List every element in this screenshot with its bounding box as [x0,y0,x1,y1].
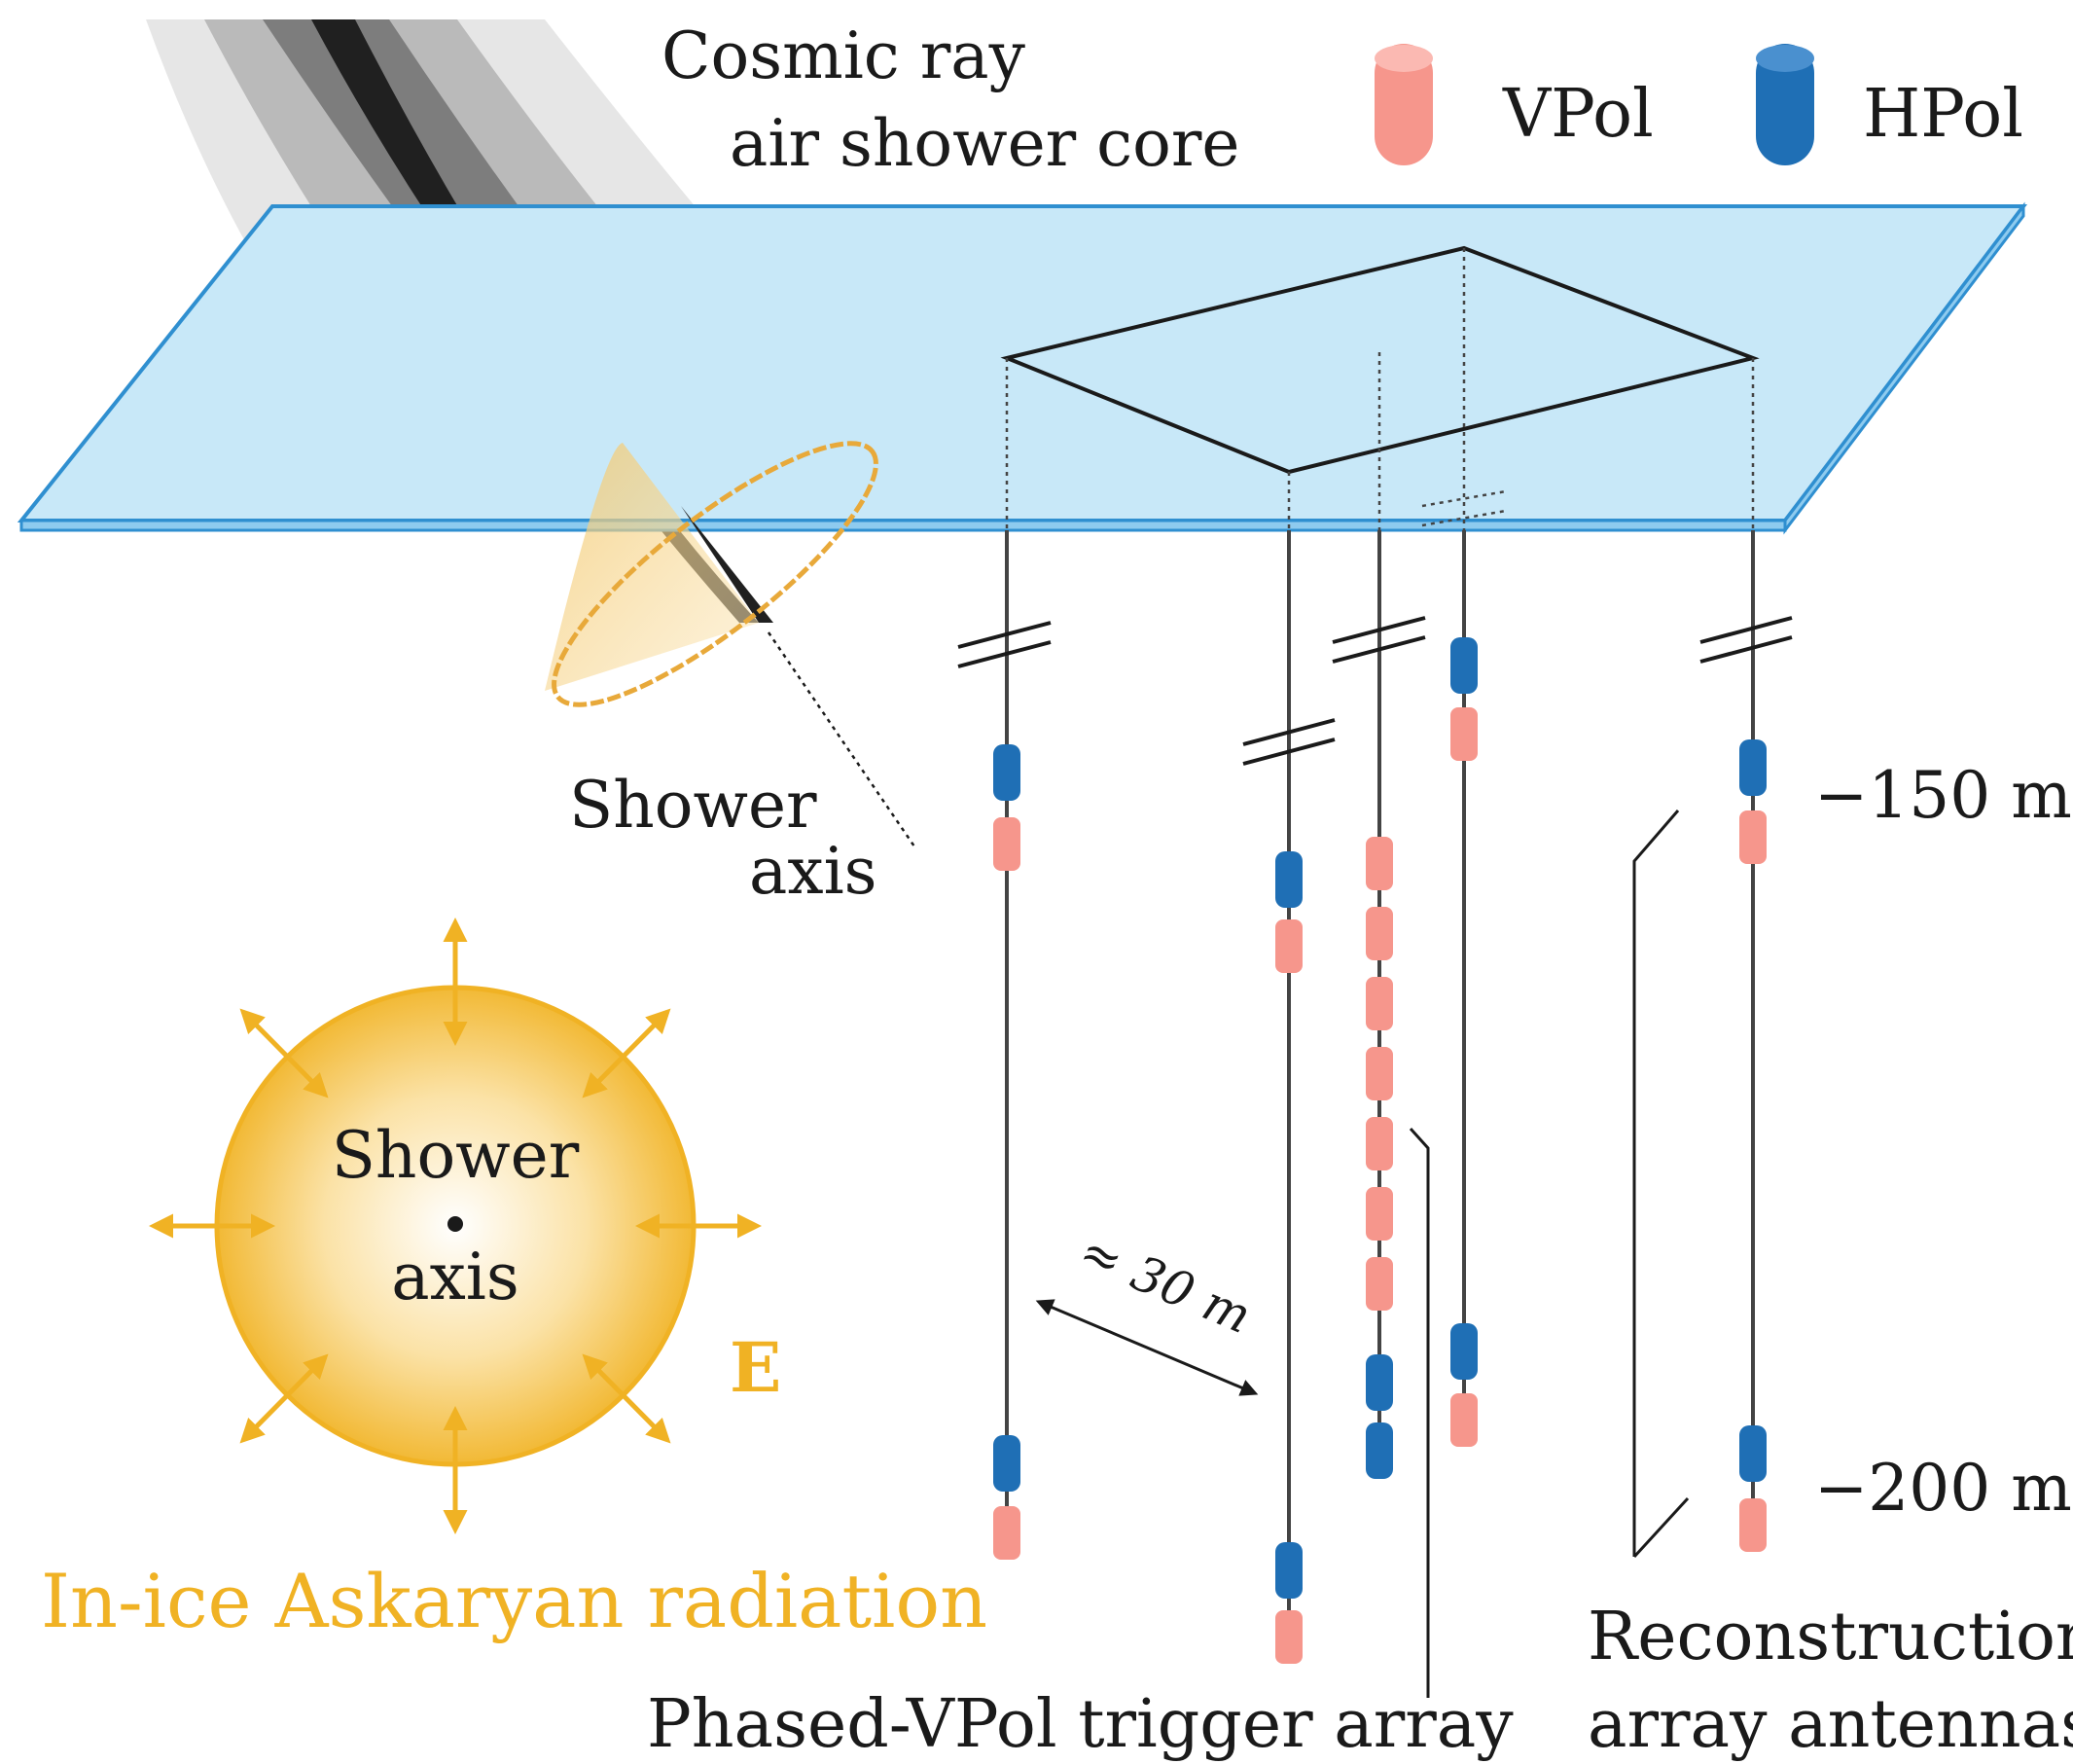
hpol-antenna [1366,1354,1393,1411]
vpol-antenna [1739,1498,1767,1552]
phased-array-leader [1409,1127,1430,1698]
shower-axis-dot [447,1216,463,1232]
hpol-antenna [1450,637,1478,694]
reco-label-line2: array antennas [1588,1686,2073,1763]
field-label: E [730,1327,781,1408]
vpol-legend-icon [1375,44,1433,165]
depth-200-label: −200 m [1814,1451,2072,1526]
shower-axis-label-line2: axis [749,834,877,909]
field-arrow [582,1353,671,1444]
hpol-antennas [993,637,1767,1599]
phased-vpol-antenna [1366,1117,1393,1170]
phased-vpol-antenna [1366,907,1393,960]
vpol-antenna [1275,1610,1303,1664]
hpol-antenna [1275,1542,1303,1599]
radiation-title: In-ice Askaryan radiation [41,1558,987,1644]
field-arrow [239,1353,329,1444]
shower-axis-label-line1: Shower [569,768,817,843]
phased-vpol-antenna [1366,977,1393,1030]
cosmic-ray-label-line1: Cosmic ray [661,18,1026,93]
vpol-antenna [993,1506,1020,1560]
hpol-antenna [993,1435,1020,1492]
hpol-legend-icon [1756,44,1814,165]
field-arrow [239,1008,329,1098]
vpol-antenna [1739,810,1767,864]
vpol-antenna [1275,919,1303,973]
field-arrow [582,1008,671,1098]
hpol-antenna [1739,1425,1767,1482]
ice-surface [17,201,2028,535]
hpol-antenna [993,744,1020,801]
vpol-antenna [993,817,1020,871]
reco-label-line1: Reconstruction [1588,1599,2073,1675]
legend: VPol HPol [1375,44,2023,165]
phased-vpol-antenna [1366,837,1393,890]
vpol-antenna [1450,707,1478,761]
hpol-antenna [1275,851,1303,908]
spacing-arrow [1035,1299,1259,1396]
radiation-center-label-line1: Shower [332,1118,580,1193]
hpol-antenna [1450,1323,1478,1380]
vpol-legend-label: VPol [1502,76,1654,153]
hpol-antenna [1366,1422,1393,1479]
reco-bracket-upper [1632,810,1680,1557]
surface-cables [1005,248,1755,530]
reco-bracket-lower [1632,1496,1690,1559]
askaryan-cone [545,441,878,707]
vpol-antenna [1450,1393,1478,1447]
depth-150-label: −150 m [1814,758,2072,833]
hpol-antenna [1739,739,1767,796]
radiation-center-label-line2: axis [391,1240,519,1314]
shower-core-below-ice [681,506,773,623]
phased-vpol-antenna [1366,1187,1393,1241]
askaryan-radiation-pattern [149,918,762,1534]
phased-array-label: Phased-VPol trigger array [647,1686,1514,1763]
hpol-legend-label: HPol [1863,76,2023,153]
vpol-antennas [993,707,1767,1664]
phased-vpol-antenna [1366,1047,1393,1100]
phased-vpol-antenna [1366,1257,1393,1311]
cosmic-ray-label-line2: air shower core [730,106,1240,181]
string-break-marks [957,616,1793,766]
